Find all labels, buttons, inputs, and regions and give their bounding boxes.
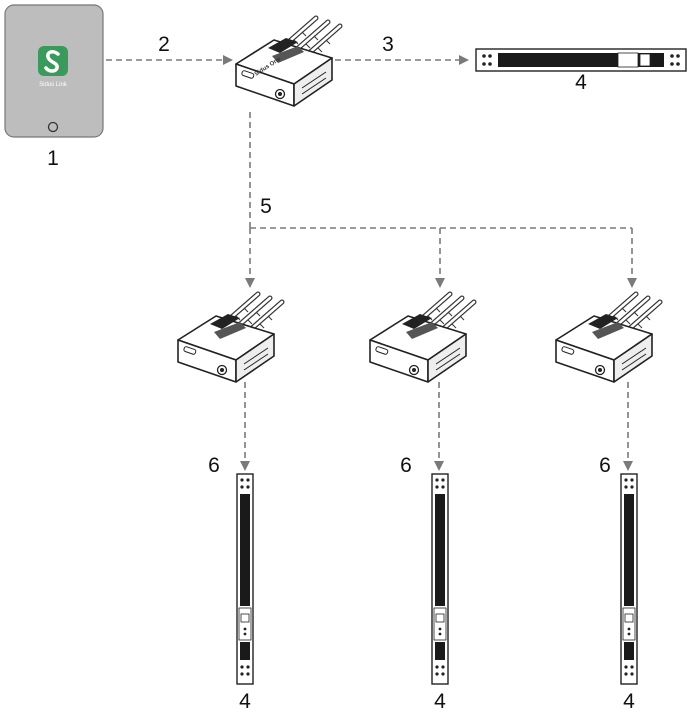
tablet: Sidus Link xyxy=(4,4,104,138)
receiver-a xyxy=(178,294,282,382)
label-light-top: 4 xyxy=(575,71,587,94)
light-a xyxy=(236,473,254,685)
receiver-b xyxy=(370,294,474,382)
label-light-c: 4 xyxy=(623,690,635,713)
transmitter-main: Sidus One xyxy=(236,18,340,106)
light-top-right xyxy=(475,48,687,72)
label-link-6-b: 6 xyxy=(400,454,412,477)
label-light-a: 4 xyxy=(239,690,251,713)
label-link-3: 3 xyxy=(382,33,394,56)
receiver-c xyxy=(556,294,660,382)
tablet-caption: 1 xyxy=(47,147,59,170)
label-link-6-a: 6 xyxy=(208,454,220,477)
home-button-icon xyxy=(47,121,59,133)
app-label: Sidus Link xyxy=(39,82,68,88)
sidus-link-app-icon xyxy=(38,46,68,76)
label-light-b: 4 xyxy=(434,690,446,713)
label-link-2: 2 xyxy=(158,33,170,56)
label-link-6-c: 6 xyxy=(599,454,611,477)
light-b xyxy=(431,473,449,685)
light-c xyxy=(620,473,638,685)
label-link-5: 5 xyxy=(260,195,272,218)
connectors xyxy=(106,55,637,471)
